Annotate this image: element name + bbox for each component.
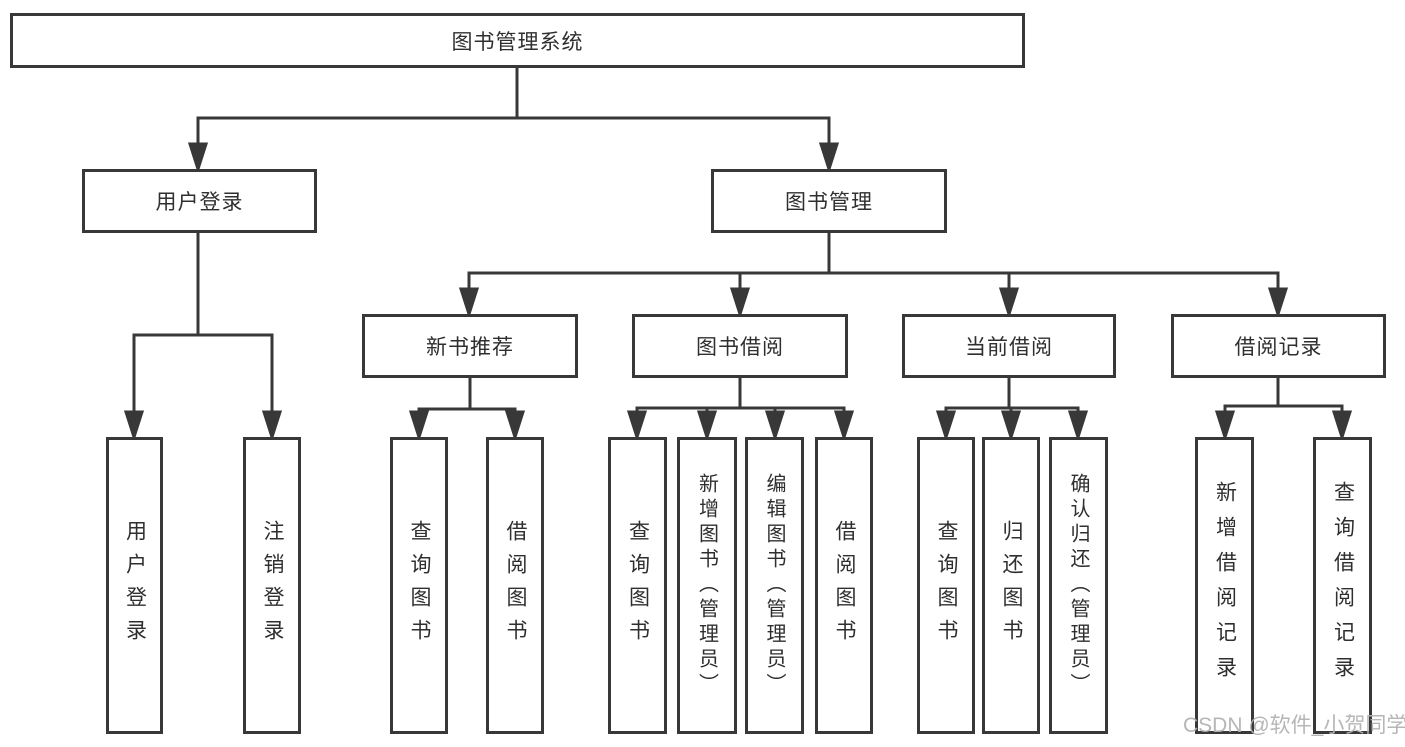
connector-new-book-children <box>408 377 526 442</box>
leaf-label: 注销登录 <box>261 519 284 652</box>
connector-user-login-children <box>123 232 283 442</box>
connector-current-borrow-children <box>935 377 1089 442</box>
leaf-query-books-recommend: 查询图书 <box>390 437 448 734</box>
arrowhead <box>626 410 648 442</box>
node-borrow-records: 借阅记录 <box>1171 314 1386 378</box>
arrowhead <box>764 410 786 442</box>
leaf-query-borrow-record: 查询借阅记录 <box>1313 437 1372 734</box>
leaf-label: 查询借阅记录 <box>1331 480 1355 691</box>
arrowhead <box>1331 410 1353 442</box>
node-label: 图书管理系统 <box>451 30 584 54</box>
leaf-label: 借阅图书 <box>504 519 527 652</box>
leaf-return-books: 归还图书 <box>982 437 1040 734</box>
connector-borrow-records-children <box>1214 377 1353 442</box>
leaf-label: 查询图书 <box>935 519 958 652</box>
arrowhead <box>1067 410 1089 442</box>
arrowhead <box>818 142 840 174</box>
leaf-label: 查询图书 <box>626 519 650 652</box>
leaf-user-login: 用户登录 <box>106 437 163 734</box>
node-label: 用户登录 <box>155 191 244 214</box>
node-label: 新书推荐 <box>426 336 514 359</box>
arrowhead <box>729 287 751 319</box>
node-new-book-recommend: 新书推荐 <box>362 314 578 378</box>
arrowhead <box>1214 410 1236 442</box>
leaf-label: 新增借阅记录 <box>1213 480 1237 691</box>
leaf-query-books-current: 查询图书 <box>917 437 975 734</box>
node-label: 借阅记录 <box>1234 336 1323 359</box>
leaf-label: 借阅图书 <box>833 519 856 652</box>
leaf-add-borrow-record: 新增借阅记录 <box>1195 437 1254 734</box>
node-label: 图书管理 <box>785 191 873 214</box>
node-book-management: 图书管理 <box>711 169 947 233</box>
arrowhead <box>696 410 718 442</box>
arrowhead <box>458 287 480 319</box>
leaf-label: 编辑图书（管理员） <box>763 473 785 698</box>
arrowhead <box>1267 287 1289 319</box>
node-library-management-system: 图书管理系统 <box>10 13 1025 68</box>
leaf-borrow-books-recommend: 借阅图书 <box>486 437 544 734</box>
leaf-query-books-borrow: 查询图书 <box>608 437 667 734</box>
connector-book-borrow-children <box>626 377 855 442</box>
connector-book-management-children <box>458 231 1289 319</box>
leaf-label: 查询图书 <box>408 519 431 652</box>
node-label: 图书借阅 <box>696 336 784 359</box>
leaf-label: 新增图书（管理员） <box>695 473 718 698</box>
node-label: 当前借阅 <box>965 336 1053 359</box>
arrowhead <box>998 287 1020 319</box>
leaf-confirm-return-admin: 确认归还（管理员） <box>1049 437 1108 734</box>
leaf-logout: 注销登录 <box>243 437 301 734</box>
arrowhead <box>123 410 145 442</box>
node-book-borrow: 图书借阅 <box>632 314 848 378</box>
leaf-label: 确认归还（管理员） <box>1067 473 1089 698</box>
arrowhead <box>408 410 430 442</box>
csdn-watermark: CSDN @软件_小贺同学 <box>1183 714 1405 737</box>
arrowhead <box>187 142 209 174</box>
arrowhead <box>1000 410 1022 442</box>
leaf-borrow-books: 借阅图书 <box>815 437 873 734</box>
arrowhead <box>935 410 957 442</box>
leaf-add-book-admin: 新增图书（管理员） <box>677 437 737 734</box>
arrowhead <box>504 410 526 442</box>
connector-root-to-level2 <box>187 65 840 174</box>
leaf-edit-book-admin: 编辑图书（管理员） <box>745 437 804 734</box>
leaf-label: 归还图书 <box>1000 519 1023 652</box>
node-current-borrow: 当前借阅 <box>902 314 1116 378</box>
arrowhead <box>833 410 855 442</box>
leaf-label: 用户登录 <box>123 519 147 652</box>
arrowhead <box>261 410 283 442</box>
node-user-login: 用户登录 <box>82 169 317 233</box>
